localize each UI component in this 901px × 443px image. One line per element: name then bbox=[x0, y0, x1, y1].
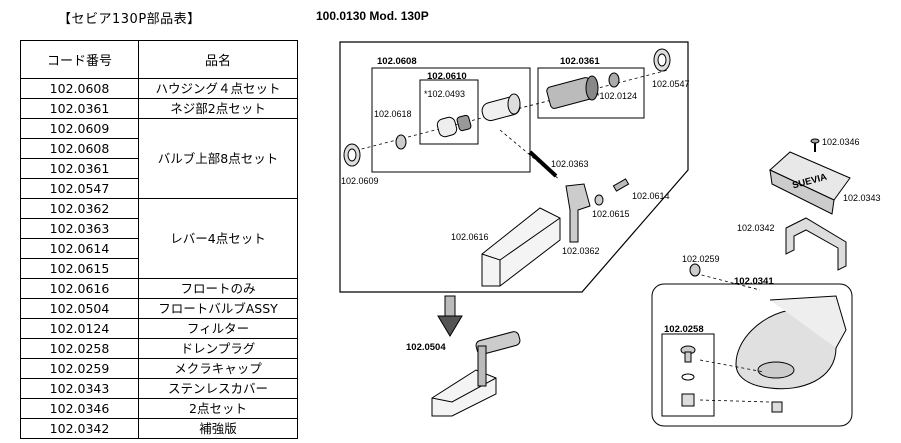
table-row: 102.0547 bbox=[20, 178, 298, 199]
stainless-cover-0343 bbox=[769, 151, 851, 215]
part-name: ドレンプラグ bbox=[138, 338, 298, 359]
part-name: 補強版 bbox=[138, 418, 298, 439]
part-code: 102.0608 bbox=[20, 138, 139, 159]
part-code: 102.0614 bbox=[20, 238, 139, 259]
table-row: 102.0608 bbox=[20, 138, 298, 159]
label-0362: 102.0362 bbox=[562, 246, 600, 256]
filter-0124 bbox=[608, 72, 620, 88]
model-title: 100.0130 Mod. 130P bbox=[316, 9, 429, 23]
drinking-bowl-0341 bbox=[735, 295, 847, 390]
cap-axis-line bbox=[689, 271, 761, 291]
sheet-title: 【セビア130P部品表】 bbox=[58, 12, 201, 27]
part-code: 102.0361 bbox=[20, 98, 139, 119]
label-0547: 102.0547 bbox=[652, 79, 690, 89]
drain-plug-0258 bbox=[680, 345, 696, 407]
label-0346: 102.0346 bbox=[822, 137, 860, 147]
part-code: 102.0615 bbox=[20, 258, 139, 279]
box-0610 bbox=[419, 79, 479, 145]
nut-0609 bbox=[343, 143, 361, 167]
label-0258: 102.0258 bbox=[664, 324, 704, 335]
label-0341: 102.0341 bbox=[734, 276, 774, 287]
label-0259: 102.0259 bbox=[682, 254, 720, 264]
label-0342: 102.0342 bbox=[737, 223, 775, 233]
part-name: メクラキャップ bbox=[138, 358, 298, 379]
float-valve-assy-0504 bbox=[431, 331, 521, 417]
label-0618: 102.0618 bbox=[374, 109, 412, 119]
screw-0346 bbox=[810, 138, 820, 152]
valve-core-0493 bbox=[436, 114, 472, 138]
box-0608 bbox=[371, 67, 531, 173]
bracket-0342 bbox=[785, 217, 847, 271]
label-0363: 102.0363 bbox=[551, 159, 589, 169]
lever-axis-line bbox=[499, 129, 561, 181]
box-0258 bbox=[661, 333, 715, 417]
screw-0614 bbox=[612, 178, 630, 192]
table-row: 102.0361 bbox=[20, 158, 298, 179]
label-0124: *102.0124 bbox=[596, 91, 637, 101]
drain-cap bbox=[771, 401, 783, 413]
label-0614: 102.0614 bbox=[632, 191, 670, 201]
arrow-down-icon bbox=[437, 295, 463, 337]
box-0361 bbox=[537, 67, 645, 119]
label-0608: 102.0608 bbox=[377, 56, 417, 67]
washer-0618 bbox=[395, 134, 407, 150]
part-name: ステンレスカバー bbox=[138, 378, 298, 399]
label-0504: 102.0504 bbox=[406, 342, 446, 353]
float-0616 bbox=[481, 207, 561, 287]
label-0493: *102.0493 bbox=[424, 89, 465, 99]
header-code: コード番号 bbox=[20, 40, 139, 79]
valve-assembly-outline bbox=[339, 41, 689, 293]
nut-0547 bbox=[653, 48, 671, 72]
drain-axis-line bbox=[699, 359, 765, 373]
label-0609: 102.0609 bbox=[341, 176, 379, 186]
part-code: 102.0342 bbox=[20, 418, 139, 439]
box-0341 bbox=[651, 283, 853, 427]
table-row: 102.0614 bbox=[20, 238, 298, 259]
label-0361: 102.0361 bbox=[560, 56, 600, 67]
thread-fitting-0361 bbox=[546, 75, 599, 109]
label-0615: 102.0615 bbox=[592, 209, 630, 219]
washer-0615 bbox=[594, 194, 604, 206]
valve-tube bbox=[481, 93, 521, 122]
cap-0259 bbox=[689, 263, 701, 277]
label-0343: 102.0343 bbox=[843, 193, 881, 203]
pin-0363 bbox=[528, 150, 558, 178]
part-name: ハウジング４点セット bbox=[138, 78, 298, 99]
part-name: バルブ上部8点セット bbox=[138, 118, 298, 199]
drain-axis-line-2 bbox=[699, 399, 771, 403]
part-code: 102.0547 bbox=[20, 178, 139, 199]
label-0610: 102.0610 bbox=[427, 71, 467, 82]
table-row: 102.0615 bbox=[20, 258, 298, 279]
lever-0362 bbox=[565, 183, 591, 243]
label-0616: 102.0616 bbox=[451, 232, 489, 242]
part-code: 102.0361 bbox=[20, 158, 139, 179]
